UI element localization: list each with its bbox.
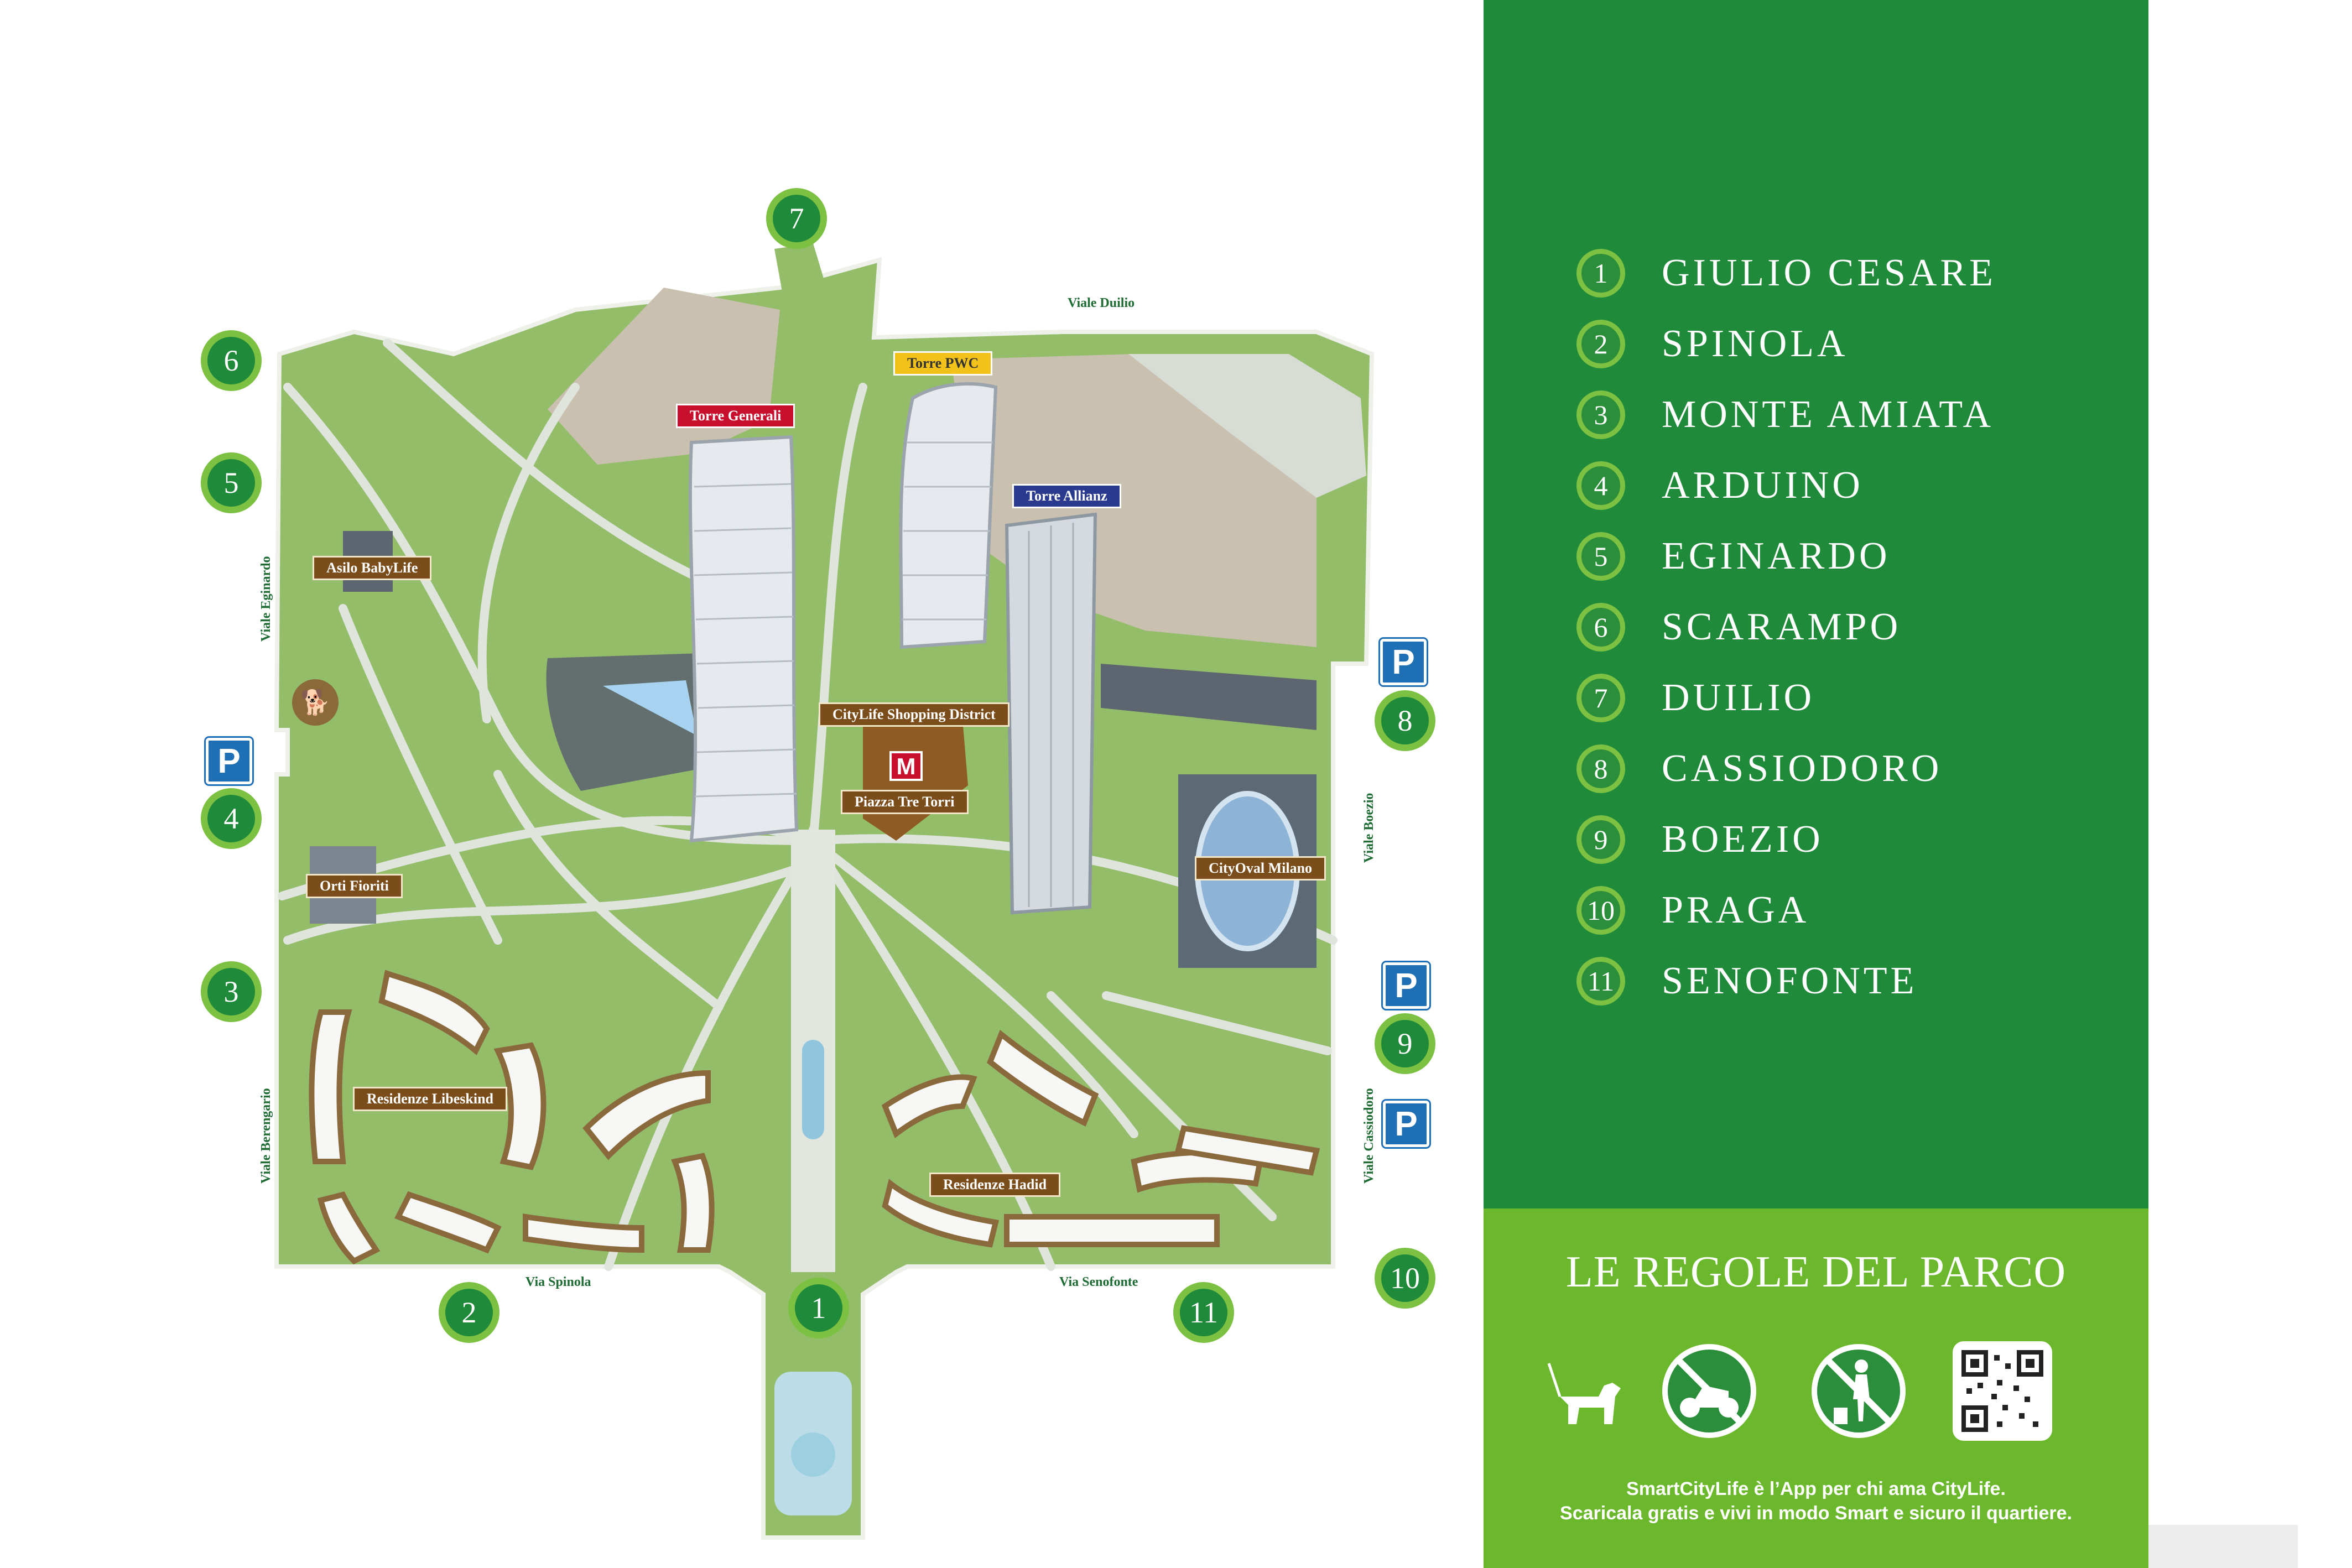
label-torre-pwc: Torre PWC <box>893 351 993 376</box>
gate-name: SENOFONTE <box>1662 960 1918 1002</box>
parking-sign-cassiodoro[interactable]: P <box>1380 639 1427 685</box>
gate-number-badge: 2 <box>1576 320 1625 368</box>
label-asilo: Asilo BabyLife <box>313 556 432 580</box>
label-torre-allianz: Torre Allianz <box>1012 484 1121 508</box>
north-east-court <box>1128 354 1366 498</box>
gate-name: SPINOLA <box>1662 322 1849 365</box>
street-via-spinola: Via Spinola <box>525 1275 591 1289</box>
gate-name: BOEZIO <box>1662 818 1824 861</box>
gate-number-badge: 5 <box>1576 532 1625 581</box>
street-viale-duilio: Viale Duilio <box>1068 296 1135 310</box>
gate-item[interactable]: 3 MONTE AMIATA <box>1576 379 1996 450</box>
map-gate-6-badge[interactable]: 6 <box>201 330 262 391</box>
gate-name: SCARAMPO <box>1662 606 1902 648</box>
gate-number-badge: 4 <box>1576 461 1625 510</box>
parking-sign-boezio[interactable]: P <box>1383 962 1429 1009</box>
no-littering-icon <box>1812 1344 1906 1438</box>
gate-number-badge: 3 <box>1576 390 1625 439</box>
parking-sign-praga[interactable]: P <box>1383 1101 1429 1147</box>
label-cityoval: CityOval Milano <box>1195 856 1326 881</box>
gate-number-badge: 1 <box>1576 249 1625 298</box>
gate-name: PRAGA <box>1662 889 1810 931</box>
footer-line-1: SmartCityLife è l’App per chi ama CityLi… <box>1626 1478 2006 1499</box>
parking-sign-arduino[interactable]: P <box>206 738 252 784</box>
street-viale-cassiodoro: Viale Cassiodoro <box>1362 1088 1376 1184</box>
street-viale-boezio: Viale Boezio <box>1362 793 1376 863</box>
residenze-libeskind-buildings <box>309 970 547 1265</box>
gate-name: DUILIO <box>1662 676 1815 719</box>
metro-letter: M <box>897 753 916 779</box>
gate-item[interactable]: 11 SENOFONTE <box>1576 946 1996 1017</box>
torre-pwc-floors <box>902 441 993 621</box>
map-gate-11-badge[interactable]: 11 <box>1173 1282 1234 1343</box>
north-strip <box>774 243 830 310</box>
rules-title: LE REGOLE DEL PARCO <box>1565 1248 2067 1296</box>
label-torre-generali: Torre Generali <box>676 404 795 428</box>
dog-area-icon <box>292 679 339 726</box>
gate-number-badge: 8 <box>1576 744 1625 793</box>
map-gate-7-badge[interactable]: 7 <box>766 188 827 249</box>
map-gate-10-badge[interactable]: 10 <box>1375 1248 1435 1309</box>
gate-item[interactable]: 7 DUILIO <box>1576 663 1996 733</box>
gate-number-badge: 10 <box>1576 886 1625 935</box>
gate-item[interactable]: 6 SCARAMPO <box>1576 592 1996 663</box>
podium-skylight <box>603 680 697 736</box>
residenze-hadid-buildings <box>881 1029 1320 1248</box>
torre-generali-building <box>688 435 799 843</box>
no-scooter-icon <box>1662 1344 1756 1438</box>
label-residenze-hadid: Residenze Hadid <box>929 1173 1061 1197</box>
gate-name: GIULIO CESARE <box>1662 252 1996 294</box>
residenze-center-buildings <box>523 1070 715 1253</box>
label-shopping-district: CityLife Shopping District <box>819 702 1010 727</box>
gate-item[interactable]: 2 SPINOLA <box>1576 309 1996 379</box>
qr-code-icon[interactable] <box>1953 1341 2052 1441</box>
gate-number-badge: 9 <box>1576 815 1625 864</box>
gate-number-badge: 6 <box>1576 603 1625 652</box>
gate-item[interactable]: 4 ARDUINO <box>1576 450 1996 521</box>
gate-item[interactable]: 10 PRAGA <box>1576 875 1996 946</box>
fountain-basin <box>791 1432 835 1477</box>
central-pool <box>802 1040 824 1139</box>
torre-generali-floors <box>694 483 797 798</box>
dog-area-glyph: 🐕 <box>300 689 331 717</box>
street-viale-berengario: Viale Berengario <box>259 1088 273 1184</box>
label-residenze-libeskind: Residenze Libeskind <box>353 1087 507 1111</box>
gate-name: MONTE AMIATA <box>1662 393 1995 436</box>
gate-name: CASSIODORO <box>1662 747 1943 790</box>
gate-item[interactable]: 8 CASSIODORO <box>1576 733 1996 804</box>
street-via-senofonte: Via Senofonte <box>1059 1275 1138 1289</box>
label-piazza-tre-torri: Piazza Tre Torri <box>841 790 969 814</box>
east-long-building <box>1101 664 1317 730</box>
gate-item[interactable]: 1 GIULIO CESARE <box>1576 238 1996 309</box>
map-gate-4-badge[interactable]: 4 <box>201 788 262 849</box>
label-orti-fioriti: Orti Fioriti <box>306 874 403 898</box>
gate-name: ARDUINO <box>1662 464 1864 507</box>
park-map: 🐕 M <box>274 243 1375 1540</box>
torre-pwc-building <box>899 382 998 649</box>
map-gate-5-badge[interactable]: 5 <box>201 452 262 513</box>
map-gate-9-badge[interactable]: 9 <box>1375 1013 1435 1074</box>
gate-name: EGINARDO <box>1662 535 1891 577</box>
street-viale-eginardo: Viale Eginardo <box>259 556 273 642</box>
map-gate-1-badge[interactable]: 1 <box>788 1278 849 1338</box>
gate-item[interactable]: 9 BOEZIO <box>1576 804 1996 875</box>
rules-footer: SmartCityLife è l’App per chi ama CityLi… <box>1484 1477 2148 1525</box>
metro-icon <box>889 751 923 781</box>
map-gate-8-badge[interactable]: 8 <box>1375 690 1435 751</box>
map-gate-3-badge[interactable]: 3 <box>201 961 262 1022</box>
footer-line-2: Scaricala gratis e vivi in modo Smart e … <box>1560 1503 2072 1524</box>
gate-item[interactable]: 5 EGINARDO <box>1576 521 1996 592</box>
gate-number-badge: 11 <box>1576 957 1625 1006</box>
map-gate-2-badge[interactable]: 2 <box>439 1282 499 1343</box>
gate-number-badge: 7 <box>1576 674 1625 722</box>
torre-allianz-floors <box>1028 523 1074 907</box>
dog-on-leash-icon <box>1547 1363 1621 1424</box>
corner-box <box>2148 1525 2298 1568</box>
